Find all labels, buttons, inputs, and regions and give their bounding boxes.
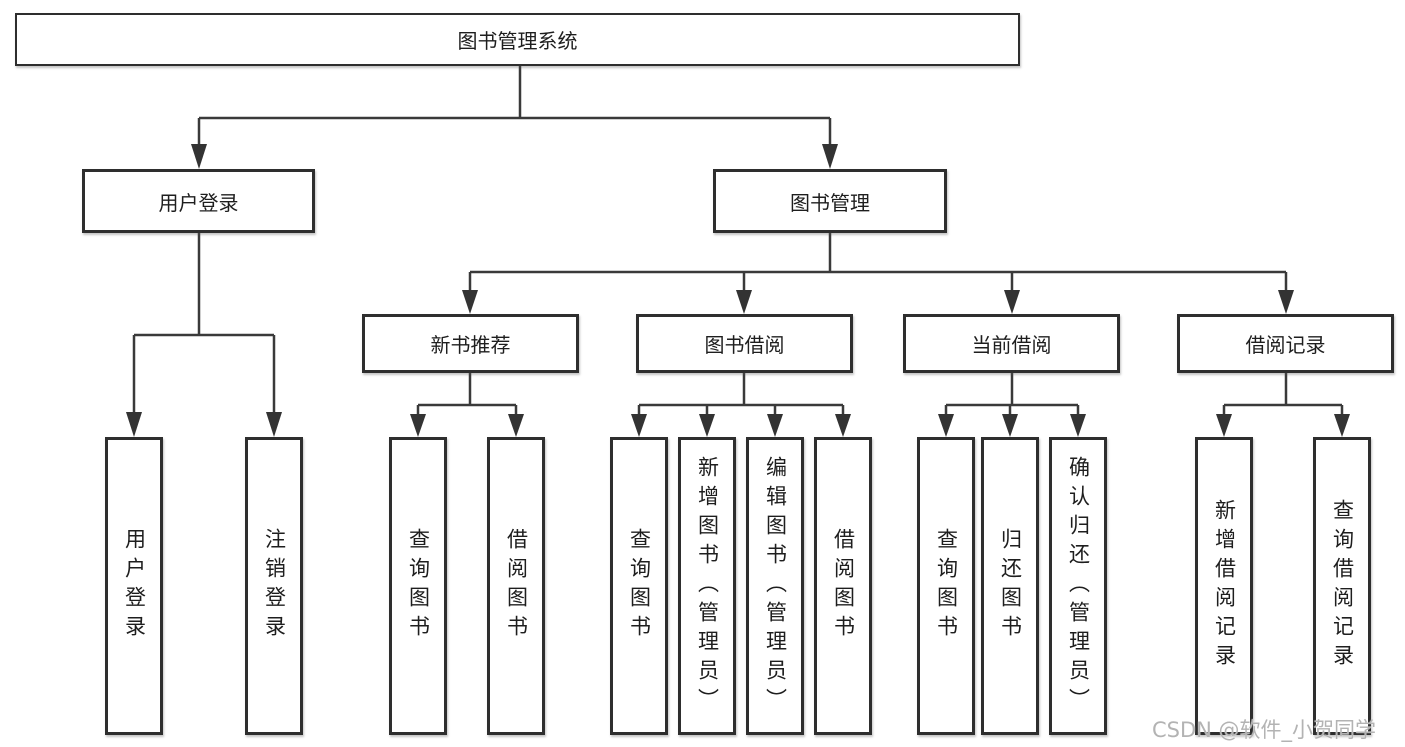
node-borrow-books-borrowing: 借阅图书: [814, 437, 872, 735]
connector-user-login-children: [126, 233, 282, 437]
connector-new-book-children: [410, 373, 524, 437]
node-logout: 注销登录: [245, 437, 303, 735]
node-add-borrow-record: 新增借阅记录: [1195, 437, 1253, 735]
node-borrow-books-recommend: 借阅图书: [487, 437, 545, 735]
node-add-books-admin: 新增图书（管理员）: [678, 437, 736, 735]
node-query-books-recommend: 查询图书: [389, 437, 447, 735]
node-new-book-recommendation: 新书推荐: [362, 314, 579, 373]
node-book-management-branch: 图书管理: [713, 169, 947, 233]
connector-root-to-level2: [191, 66, 838, 169]
node-user-login: 用户登录: [105, 437, 163, 735]
node-borrowing-records: 借阅记录: [1177, 314, 1394, 373]
node-book-borrowing: 图书借阅: [636, 314, 853, 373]
node-current-borrowing: 当前借阅: [903, 314, 1120, 373]
node-return-books: 归还图书: [981, 437, 1039, 735]
node-user-login-branch: 用户登录: [82, 169, 315, 233]
node-query-borrow-record: 查询借阅记录: [1313, 437, 1371, 735]
node-library-management-system: 图书管理系统: [15, 13, 1020, 66]
node-query-books-current: 查询图书: [917, 437, 975, 735]
connector-current-borrow-children: [938, 373, 1086, 437]
node-confirm-return-admin: 确认归还（管理员）: [1049, 437, 1107, 735]
node-query-books-borrowing: 查询图书: [610, 437, 668, 735]
connector-borrow-record-children: [1216, 373, 1350, 437]
node-edit-books-admin: 编辑图书（管理员）: [746, 437, 804, 735]
connector-book-management-children: [462, 233, 1294, 314]
connector-book-borrow-children: [631, 373, 851, 437]
